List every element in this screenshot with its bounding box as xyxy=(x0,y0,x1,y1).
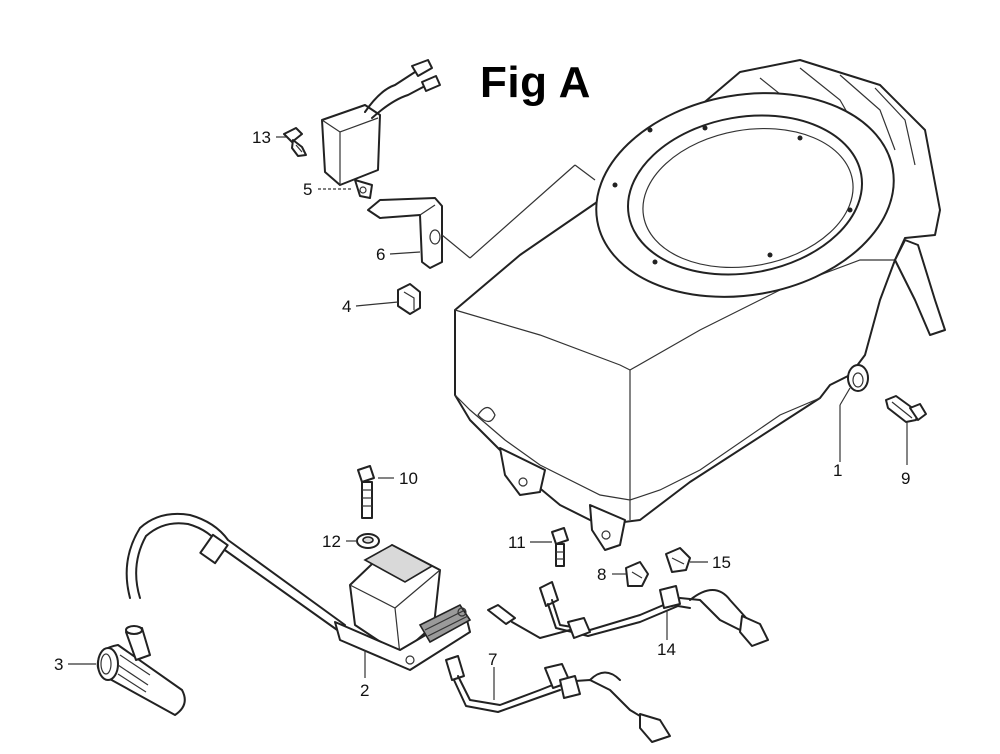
callout-15: 15 xyxy=(712,553,731,572)
washer-12-part xyxy=(356,533,380,549)
callout-12: 12 xyxy=(322,532,341,551)
ignition-unit-part xyxy=(321,59,441,199)
spark-plug-cap-part xyxy=(96,625,186,716)
bracket-part xyxy=(367,164,596,269)
callout-8: 8 xyxy=(597,565,607,584)
leader-lines xyxy=(68,136,908,700)
clip-4-part xyxy=(397,283,421,315)
figure-title: Fig A xyxy=(480,58,591,107)
bolt-11-part xyxy=(551,527,569,567)
bolt-13-part xyxy=(283,127,307,157)
callout-6: 6 xyxy=(376,245,386,264)
callout-7: 7 xyxy=(488,650,498,669)
callout-9: 9 xyxy=(901,469,911,488)
callout-11: 11 xyxy=(508,533,526,552)
callout-2: 2 xyxy=(360,681,370,700)
callout-4: 4 xyxy=(342,297,352,316)
wire-harness-14-part xyxy=(487,581,769,647)
bolt-9-part xyxy=(885,395,927,423)
callout-10: 10 xyxy=(399,469,418,488)
callout-1: 1 xyxy=(833,461,843,480)
callout-13: 13 xyxy=(252,128,271,147)
callout-5: 5 xyxy=(303,180,313,199)
ignition-coil-part xyxy=(125,512,472,671)
clip-15-part xyxy=(665,547,691,573)
callout-14: 14 xyxy=(657,640,676,659)
wire-harness-7-part xyxy=(445,655,671,743)
callout-3: 3 xyxy=(54,655,64,674)
clip-8-part xyxy=(625,561,649,587)
fan-shroud-part xyxy=(454,59,946,551)
bolt-10-part xyxy=(357,465,375,519)
